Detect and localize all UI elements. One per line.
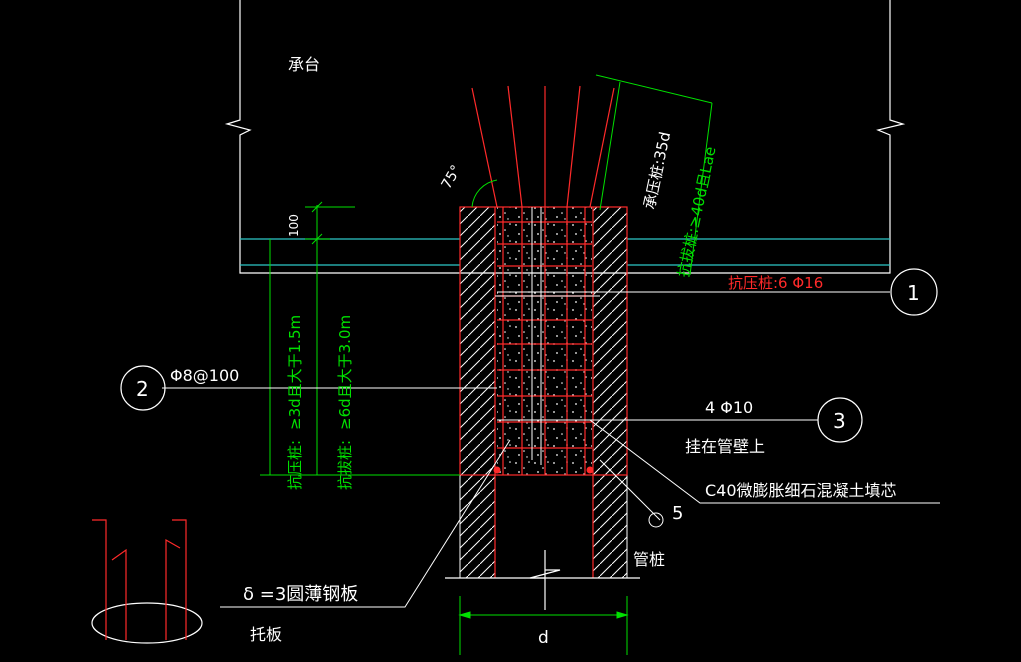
pile-base-break: [445, 550, 640, 610]
callout-3: 3: [833, 409, 846, 433]
anchorage-dimension: [595, 74, 713, 276]
callout-2: 2: [136, 377, 149, 401]
length-dimensions: [260, 201, 460, 476]
label-rebar-compression: 抗压桩:6 Φ16: [728, 274, 823, 292]
label-pipe-pile: 管桩: [633, 550, 665, 569]
callout-1: 1: [907, 281, 920, 305]
callout-circle-3: [817, 397, 863, 443]
label-hang: 挂在管壁上: [685, 437, 765, 456]
label-right-type: 抗拔桩:: [336, 440, 354, 490]
tray-sketch: [91, 519, 203, 644]
label-num-5: 5: [672, 503, 683, 524]
label-stirrup: Φ8@100: [170, 366, 239, 385]
weld-point-right: [586, 466, 594, 474]
label-left-type: 抗压桩:: [286, 440, 304, 490]
dimension-d: [458, 596, 629, 655]
angle-arc: [471, 179, 498, 208]
label-compression-35d: 承压桩:35d: [640, 130, 674, 211]
slab-lines: [240, 238, 890, 266]
callout-circle-1: [890, 268, 938, 316]
callout-circle-2: [120, 365, 166, 411]
label-cap: 承台: [288, 55, 320, 74]
callout-circle-5: [648, 512, 664, 528]
inner-bars: [495, 207, 600, 465]
label-tension-40d: 抗拔桩:≥40d且Lae: [674, 145, 719, 279]
label-left-length: ≥3d且大于1.5m: [286, 315, 304, 430]
label-d: d: [538, 628, 549, 648]
weld-point-left: [493, 466, 501, 474]
label-angle: 75°: [439, 162, 465, 192]
label-plate: δ =3圆薄钢板: [243, 584, 358, 605]
label-bars-4: 4 Φ10: [705, 398, 753, 417]
label-concrete: C40微膨胀细石混凝土填芯: [705, 481, 897, 500]
anchorage-bars: [471, 85, 615, 208]
leader-lines: [162, 291, 940, 608]
label-tray: 托板: [250, 625, 282, 644]
label-dim-100: 100: [287, 214, 301, 237]
label-right-length: ≥6d且大于3.0m: [336, 315, 354, 430]
